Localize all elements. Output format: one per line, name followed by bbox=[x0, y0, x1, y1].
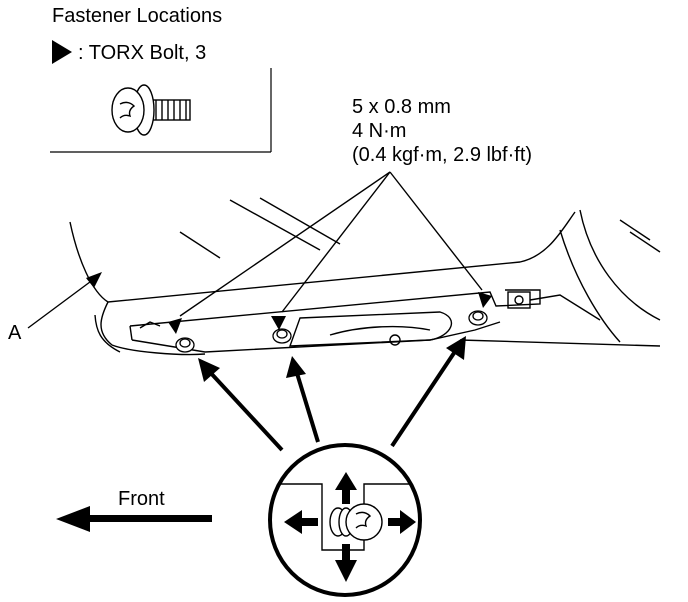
part-a-label: A bbox=[8, 322, 22, 344]
spec-torque-alt: (0.4 kgf·m, 2.9 lbf·ft) bbox=[352, 144, 533, 166]
arrow-down-icon bbox=[335, 544, 357, 582]
legend-heading: Fastener Locations bbox=[52, 5, 223, 27]
panel-bolt-3 bbox=[468, 310, 488, 326]
panel-bolt-2 bbox=[272, 328, 292, 344]
part-a-leader bbox=[27, 272, 102, 329]
legend-frame bbox=[50, 68, 272, 153]
vehicle-body bbox=[69, 197, 661, 356]
spec-torque-nm: 4 N·m bbox=[352, 120, 407, 142]
front-arrow-icon bbox=[56, 506, 212, 532]
arrow-up-icon bbox=[335, 472, 357, 504]
detail-arrows bbox=[198, 336, 466, 452]
spec-size: 5 x 0.8 mm bbox=[352, 96, 451, 118]
torx-bolt-icon bbox=[111, 84, 191, 136]
bolt-legend-label: : TORX Bolt, 3 bbox=[78, 42, 207, 64]
spec-leaders bbox=[179, 171, 483, 317]
arrow-right-icon bbox=[388, 510, 416, 534]
bolt-marker-icon bbox=[52, 40, 72, 64]
panel-bolt-1 bbox=[175, 337, 195, 353]
bolt-marker-icon bbox=[478, 292, 492, 308]
bolt-marker-icon bbox=[271, 316, 286, 330]
bolt-marker-icon bbox=[168, 318, 182, 334]
arrow-left-icon bbox=[284, 510, 318, 534]
detail-circle bbox=[268, 443, 422, 597]
front-label: Front bbox=[118, 488, 165, 510]
